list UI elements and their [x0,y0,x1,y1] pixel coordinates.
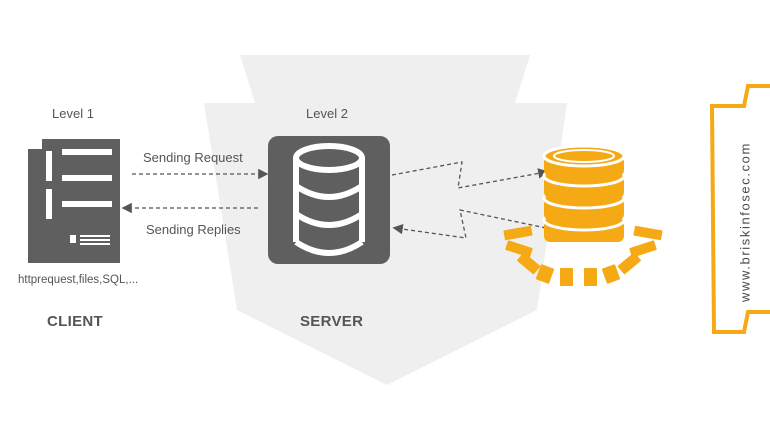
client-note: httprequest,files,SQL,... [18,274,139,286]
watermark-bracket [709,84,770,334]
client-caption: CLIENT [47,313,103,330]
server-database-icon [268,136,390,264]
sending-request-label: Sending Request [143,150,243,165]
coin-stack [542,144,626,242]
client-level-label: Level 1 [52,106,94,121]
db-to-server-arrow [392,209,547,239]
sending-replies-label: Sending Replies [146,222,241,237]
watermark-text: www.briskinfosec.com [737,142,753,302]
client-document-icon [28,139,120,263]
sunburst-rays [503,225,663,286]
server-level-label: Level 2 [306,106,348,121]
orange-database-icon [503,144,663,286]
server-to-db-arrow [391,161,549,189]
server-caption: SERVER [300,313,364,330]
